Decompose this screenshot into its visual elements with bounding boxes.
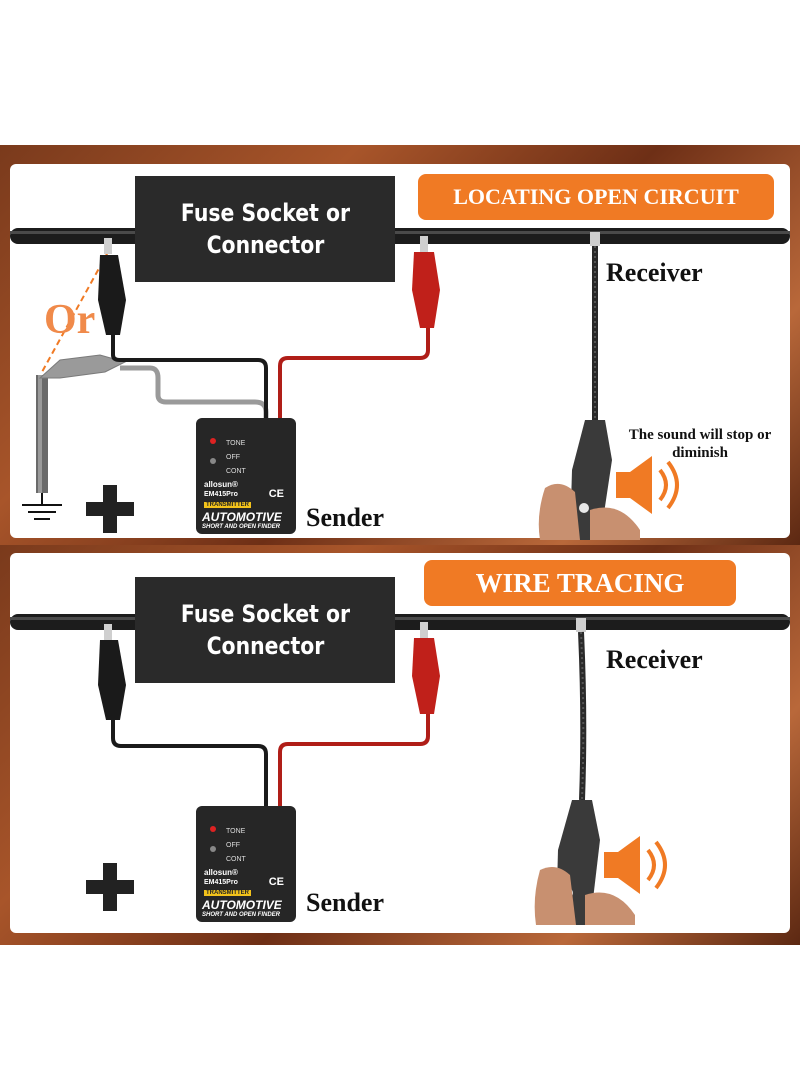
fuse-box-line1: Fuse Socket or — [180, 600, 350, 628]
device-title: AUTOMOTIVE — [202, 898, 282, 912]
sound-note: The sound will stop or diminish — [628, 427, 772, 461]
device-brand: allosun® — [204, 868, 238, 877]
or-label: Or — [44, 297, 96, 343]
fuse-box-line1: Fuse Socket or — [180, 199, 350, 227]
device-ce-mark: CE — [268, 488, 284, 500]
red-clip — [412, 252, 440, 328]
switch-cont-label: CONT — [226, 468, 246, 475]
device-model: EM415Pro — [204, 491, 238, 498]
switch-tone-label: TONE — [226, 440, 246, 447]
fuse-socket-box: Fuse Socket or Connector — [135, 176, 395, 282]
harness-cable — [10, 228, 790, 244]
sender-label: Sender — [306, 888, 384, 917]
sender-device: TONE OFF CONT allosun® EM415Pro TRANSMIT… — [196, 418, 296, 534]
led-indicator — [210, 826, 216, 832]
harness-cable — [10, 614, 790, 630]
fuse-box-line2: Connector — [206, 632, 324, 660]
switch-cont-label: CONT — [226, 856, 246, 863]
banner-text: WIRE TRACING — [475, 567, 685, 598]
device-model: EM415Pro — [204, 879, 238, 886]
plus-icon — [86, 485, 134, 533]
fuse-box-line2: Connector — [206, 231, 324, 259]
hand — [534, 866, 576, 925]
black-clip — [98, 640, 126, 720]
fuse-socket-box: Fuse Socket or Connector — [135, 577, 395, 683]
sender-device: TONE OFF CONT allosun® EM415Pro TRANSMIT… — [196, 806, 296, 922]
device-title: AUTOMOTIVE — [202, 510, 282, 524]
switch-tone-label: TONE — [226, 828, 246, 835]
device-tag: TRANSMITTER — [204, 890, 251, 896]
device-tag: TRANSMITTER — [204, 502, 251, 508]
banner-wire-tracing: WIRE TRACING — [424, 560, 736, 606]
plus-icon — [86, 863, 134, 911]
switch-off-label: OFF — [226, 454, 240, 461]
switch-off-label: OFF — [226, 842, 240, 849]
receiver-label: Receiver — [606, 258, 703, 287]
banner-locating-open-circuit: LOCATING OPEN CIRCUIT — [418, 174, 774, 220]
speaker-icon — [604, 836, 667, 894]
hand — [538, 483, 580, 540]
switch-knob — [210, 458, 216, 464]
led-indicator — [210, 438, 216, 444]
red-clip — [412, 638, 440, 714]
device-ce-mark: CE — [268, 876, 284, 888]
device-subtitle: SHORT AND OPEN FINDER — [202, 524, 281, 530]
black-clip — [98, 255, 126, 335]
switch-knob — [210, 846, 216, 852]
banner-text: LOCATING OPEN CIRCUIT — [453, 184, 739, 209]
device-brand: allosun® — [204, 480, 238, 489]
ground-icon — [22, 493, 62, 520]
sender-label: Sender — [306, 503, 384, 532]
receiver-label: Receiver — [606, 645, 703, 674]
device-subtitle: SHORT AND OPEN FINDER — [202, 912, 281, 918]
speaker-icon — [616, 456, 679, 514]
